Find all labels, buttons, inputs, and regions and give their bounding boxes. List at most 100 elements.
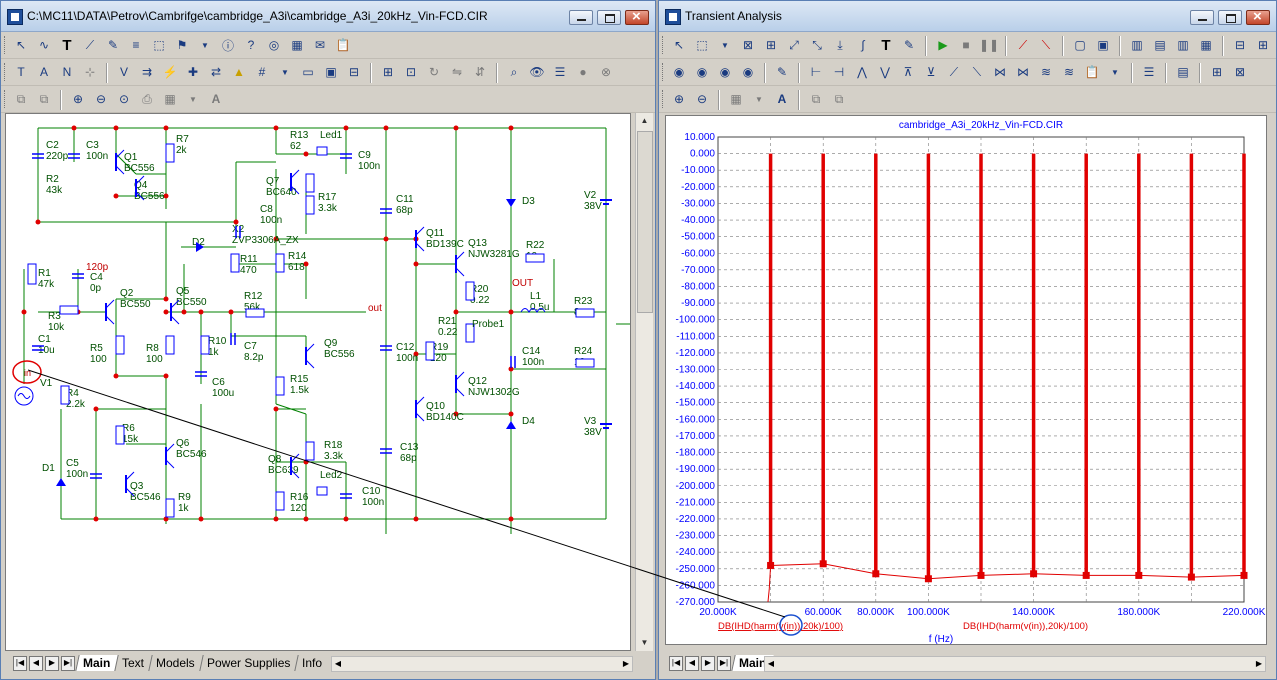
transistor-symbol[interactable] (415, 242, 425, 252)
plus-mark-icon[interactable]: ▦ (1200, 38, 1212, 52)
minimize-button[interactable] (1190, 10, 1214, 25)
transistor-symbol[interactable] (170, 315, 180, 325)
transistor-symbol[interactable] (135, 175, 145, 185)
select-mode-icon[interactable]: ↖ (673, 38, 685, 52)
bus-mode-icon[interactable]: ≡ (132, 38, 140, 52)
point-tag-icon[interactable]: ⤢ (789, 37, 799, 52)
page-icon[interactable]: ▭ (302, 65, 314, 79)
bottom-icon[interactable]: ⊻ (926, 65, 936, 79)
add-tag-icon[interactable]: ⟋ (1018, 37, 1028, 52)
component-ref-q6[interactable]: Q6 (176, 438, 190, 449)
transistor-symbol[interactable] (305, 359, 315, 369)
conditions-icon[interactable]: ✚ (187, 65, 199, 79)
component-ref-v1[interactable]: V1 (40, 378, 53, 389)
stop-icon[interactable]: ⊗ (600, 65, 612, 79)
resistor-symbol[interactable] (305, 441, 315, 461)
scroll-left-icon[interactable]: ◀ (334, 659, 342, 668)
valley-icon[interactable]: ◉ (696, 65, 708, 79)
component-ref-c12[interactable]: C12 (396, 342, 415, 353)
component-ref-c1[interactable]: C1 (38, 334, 51, 345)
component-ref-d1[interactable]: D1 (42, 463, 55, 474)
transistor-symbol[interactable] (305, 343, 315, 353)
component-ref-q7[interactable]: Q7 (266, 176, 280, 187)
tab-prev-icon[interactable]: ◀ (685, 655, 699, 671)
scroll-up-icon[interactable]: ▲ (640, 116, 649, 125)
component-ref-r22[interactable]: R22 (526, 240, 545, 251)
resistor-symbol[interactable] (230, 253, 240, 273)
component-ref-c9[interactable]: C9 (358, 150, 371, 161)
resistor-symbol[interactable] (165, 498, 175, 518)
led1-symbol[interactable] (316, 146, 328, 156)
schematic-hscrollbar[interactable]: ◀ ▶ (331, 656, 633, 672)
component-ref-d3[interactable]: D3 (522, 196, 535, 207)
diode-d3-symbol[interactable] (506, 199, 516, 207)
component-ref-c7[interactable]: C7 (244, 341, 257, 352)
text-mode-icon[interactable]: T (62, 36, 72, 54)
zoom-in-icon[interactable]: ⊕ (72, 92, 84, 106)
component-ref-r24[interactable]: R24 (574, 346, 593, 357)
component-ref-d4[interactable]: D4 (522, 416, 535, 427)
remove-tag-icon[interactable]: ⟍ (1041, 37, 1051, 52)
pause-icon[interactable]: ❚❚ (978, 38, 1000, 52)
transistor-symbol[interactable] (290, 453, 300, 463)
resistor-symbol[interactable] (115, 335, 125, 355)
layout-icon[interactable]: ▦ (730, 92, 742, 106)
scroll-right-icon[interactable]: ▶ (1255, 659, 1263, 668)
diode-d2-symbol[interactable] (196, 242, 204, 252)
state-variables-icon[interactable]: ✎ (776, 65, 788, 79)
prev-data-point-icon[interactable]: ⟍ (972, 64, 982, 79)
tab-main[interactable]: Main (75, 655, 119, 671)
transistor-symbol[interactable] (135, 191, 145, 201)
component-ref-r12[interactable]: R12 (244, 291, 263, 302)
component-ref-q13[interactable]: Q13 (468, 238, 487, 249)
transistor-symbol[interactable] (415, 226, 425, 236)
horizontal-tag-icon[interactable]: ⤡ (812, 37, 822, 52)
power-icon[interactable]: ⚡ (162, 65, 178, 79)
graphics-icon[interactable]: ⬚ (696, 38, 708, 52)
data-points-icon[interactable]: ▢ (1074, 38, 1086, 52)
paste-icon[interactable]: ⧉ (39, 91, 49, 106)
stepping-icon[interactable]: ⊞ (1211, 65, 1223, 79)
component-ref-l1[interactable]: L1 (530, 291, 542, 302)
zoom-out-icon[interactable]: ⊖ (696, 92, 708, 106)
component-ref-c4[interactable]: C4 (90, 272, 103, 283)
notes-icon[interactable]: ✉ (314, 38, 326, 52)
clipboard-icon[interactable]: 📋 (1084, 65, 1100, 79)
component-ref-r16[interactable]: R16 (290, 492, 309, 503)
high-icon[interactable]: ◉ (719, 65, 731, 79)
transistor-symbol[interactable] (170, 299, 180, 309)
title-block-icon[interactable]: ⊟ (348, 65, 360, 79)
diagonal-wire-icon[interactable]: ✎ (107, 38, 119, 52)
transistor-symbol[interactable] (290, 169, 300, 179)
analysis-limits-icon[interactable]: ▤ (1177, 65, 1189, 79)
transistor-symbol[interactable] (115, 149, 125, 159)
resistor-symbol[interactable] (275, 376, 285, 396)
tab-models[interactable]: Models (148, 655, 203, 671)
dropdown-arrow-icon[interactable]: ▼ (721, 40, 729, 50)
inflection-icon[interactable]: ⊣ (833, 65, 845, 79)
component-ref-x2[interactable]: X2 (232, 224, 245, 235)
rulers-icon[interactable]: ▥ (1131, 38, 1143, 52)
transient-window[interactable]: Transient Analysis ↖ ⬚ ▼ ⊠ ⊞ ⤢ ⤡ ⤓ ∫ T ✎… (658, 0, 1277, 680)
transistor-symbol[interactable] (165, 459, 175, 469)
dropdown-arrow-icon[interactable]: ▼ (189, 94, 197, 104)
component-ref-r7[interactable]: R7 (176, 134, 189, 145)
global-high-icon[interactable]: ⋀ (857, 65, 867, 79)
tab-next-icon[interactable]: ▶ (701, 655, 715, 671)
transistor-symbol[interactable] (115, 165, 125, 175)
properties-icon[interactable]: ✎ (903, 38, 915, 52)
tab-power-supplies[interactable]: Power Supplies (199, 655, 299, 671)
schematic-vscrollbar[interactable]: ▲ ▼ (635, 113, 653, 651)
horizontal-axis-icon[interactable]: ▤ (1154, 38, 1166, 52)
select-mode-icon[interactable]: ↖ (15, 38, 27, 52)
warning-icon[interactable]: ▲ (233, 65, 245, 79)
component-ref-v3[interactable]: V3 (584, 416, 597, 427)
vertical-axis-icon[interactable]: ▥ (1177, 38, 1189, 52)
component-ref-q3[interactable]: Q3 (130, 481, 144, 492)
transistor-symbol[interactable] (455, 371, 465, 381)
performance-tag-icon[interactable]: ∫ (861, 38, 865, 52)
component-ref-r17[interactable]: R17 (318, 192, 337, 203)
component-ref-c10[interactable]: C10 (362, 486, 381, 497)
stop-icon[interactable]: ■ (962, 38, 970, 52)
